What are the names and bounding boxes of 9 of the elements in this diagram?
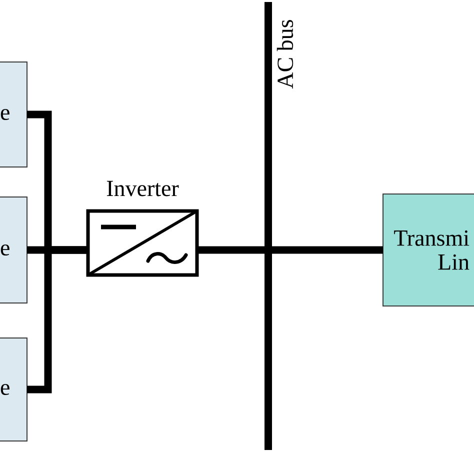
bus-label: AC bus bbox=[276, 20, 294, 89]
connection-line bbox=[197, 246, 264, 254]
connection-line bbox=[27, 246, 88, 394]
process-box: Transmi Lin bbox=[382, 194, 474, 306]
process-box: e bbox=[0, 196, 28, 304]
process-box: e bbox=[0, 338, 28, 442]
connection-line bbox=[272, 246, 383, 254]
process-box: e bbox=[0, 62, 28, 168]
node-label: Inverter bbox=[106, 180, 179, 196]
